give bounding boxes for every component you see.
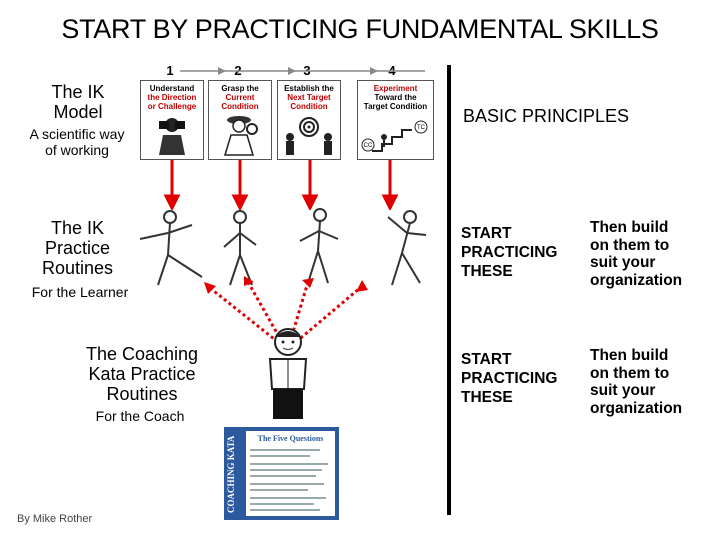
step-number-1: 1 <box>166 63 174 78</box>
then-build-2-line1: Then build <box>590 347 669 364</box>
staircase-icon: CC TC <box>361 120 428 152</box>
dotted-red-arrows <box>204 276 368 344</box>
start-practicing-1: START PRACTICING THESE <box>461 224 557 281</box>
card-line <box>250 503 314 505</box>
step-2-line3: Condition <box>221 102 259 111</box>
then-build-2-line2: on them to <box>590 364 670 382</box>
card-line <box>250 449 320 451</box>
vertical-divider <box>447 65 451 515</box>
steps-arrow-line <box>180 67 425 75</box>
practice-routines-line2: Practice <box>44 238 111 258</box>
start-practicing-2-line3: THESE <box>461 389 513 406</box>
ik-model-subtitle-line2: of working <box>45 142 109 158</box>
start-practicing-2-line2: PRACTICING <box>461 370 558 387</box>
red-arrows <box>163 160 399 210</box>
then-build-1-line2: on them to <box>590 236 670 254</box>
start-practicing-2: START PRACTICING THESE <box>461 350 557 407</box>
then-build-1: Then build on them to suit your organiza… <box>590 219 682 289</box>
target-figures-icon <box>286 117 332 155</box>
card-line <box>250 483 324 485</box>
then-build-1-line4: organization <box>590 271 683 289</box>
card-line <box>250 475 316 477</box>
step-1-box: Understand the Direction or Challenge <box>140 80 204 160</box>
tc-badge: TC <box>417 125 426 131</box>
step-3-line1: Establish the <box>284 84 334 93</box>
step-3-box: Establish the Next Target Condition <box>277 80 341 160</box>
step-4-line1: Experiment <box>373 84 418 93</box>
start-practicing-1-line3: THESE <box>461 263 513 280</box>
stick-figures <box>139 208 427 286</box>
then-build-1-line3: suit your <box>590 254 656 271</box>
card-questions-panel: The Five Questions <box>246 431 335 516</box>
then-build-2: Then build on them to suit your organiza… <box>590 347 682 417</box>
then-build-2-line3: suit your <box>590 382 656 399</box>
step-2-line2: Current <box>225 93 255 102</box>
ik-model-title-line2: Model <box>53 102 103 122</box>
coach-figure-icon <box>268 328 308 419</box>
then-build-2-line4: organization <box>590 399 683 417</box>
step-3-line3: Condition <box>290 102 328 111</box>
binoculars-figure-icon <box>159 118 185 155</box>
card-line <box>250 489 308 491</box>
ik-model-title: The IK Model <box>38 82 118 122</box>
card-spine-text: COACHING KATA <box>226 435 236 513</box>
step-4-line3: Target Condition <box>363 102 428 111</box>
start-practicing-1-line2: PRACTICING <box>461 244 558 261</box>
start-practicing-2-line1: START <box>461 351 512 368</box>
credit: By Mike Rother <box>17 513 93 525</box>
step-2-box: Grasp the Current Condition <box>208 80 272 160</box>
step-1-line1: Understand <box>149 84 195 93</box>
card-line <box>250 497 326 499</box>
coaching-line3: Routines <box>106 384 178 404</box>
step-4-box: Experiment Toward the Target Condition C… <box>357 80 434 160</box>
ik-model-subtitle: A scientific way of working <box>22 126 132 158</box>
then-build-1-line1: Then build <box>590 219 669 236</box>
ik-model-title-line1: The IK <box>51 82 105 102</box>
card-heading: The Five Questions <box>257 434 324 443</box>
card-line <box>250 509 320 511</box>
page-title: START BY PRACTICING FUNDAMENTAL SKILLS <box>61 14 659 44</box>
coaching-line2: Kata Practice <box>88 364 196 384</box>
step-1-line3: or Challenge <box>147 102 197 111</box>
ik-model-subtitle-line1: A scientific way <box>29 126 125 142</box>
coaching-line1: The Coaching <box>85 344 199 364</box>
card-line <box>250 469 322 471</box>
step-3-line2: Next Target <box>287 93 331 102</box>
practice-routines-sub: For the Learner <box>31 284 129 300</box>
practice-routines-line1: The IK <box>50 218 105 238</box>
basic-principles: BASIC PRINCIPLES <box>463 106 630 126</box>
coaching-kata-card: COACHING KATA The Five Questions <box>224 427 339 520</box>
card-line <box>250 455 310 457</box>
step-4-line2: Toward the <box>374 93 417 102</box>
coaching-title: The Coaching Kata Practice Routines <box>72 344 212 404</box>
cc-badge: CC <box>364 143 373 149</box>
step-1-line2: the Direction <box>147 93 197 102</box>
start-practicing-1-line1: START <box>461 225 512 242</box>
step-2-line1: Grasp the <box>221 84 259 93</box>
practice-routines-line3: Routines <box>41 258 114 278</box>
coaching-sub: For the Coach <box>95 408 185 424</box>
card-line <box>250 463 328 465</box>
practice-routines-title: The IK Practice Routines <box>25 218 130 278</box>
detective-figure-icon <box>223 116 258 156</box>
